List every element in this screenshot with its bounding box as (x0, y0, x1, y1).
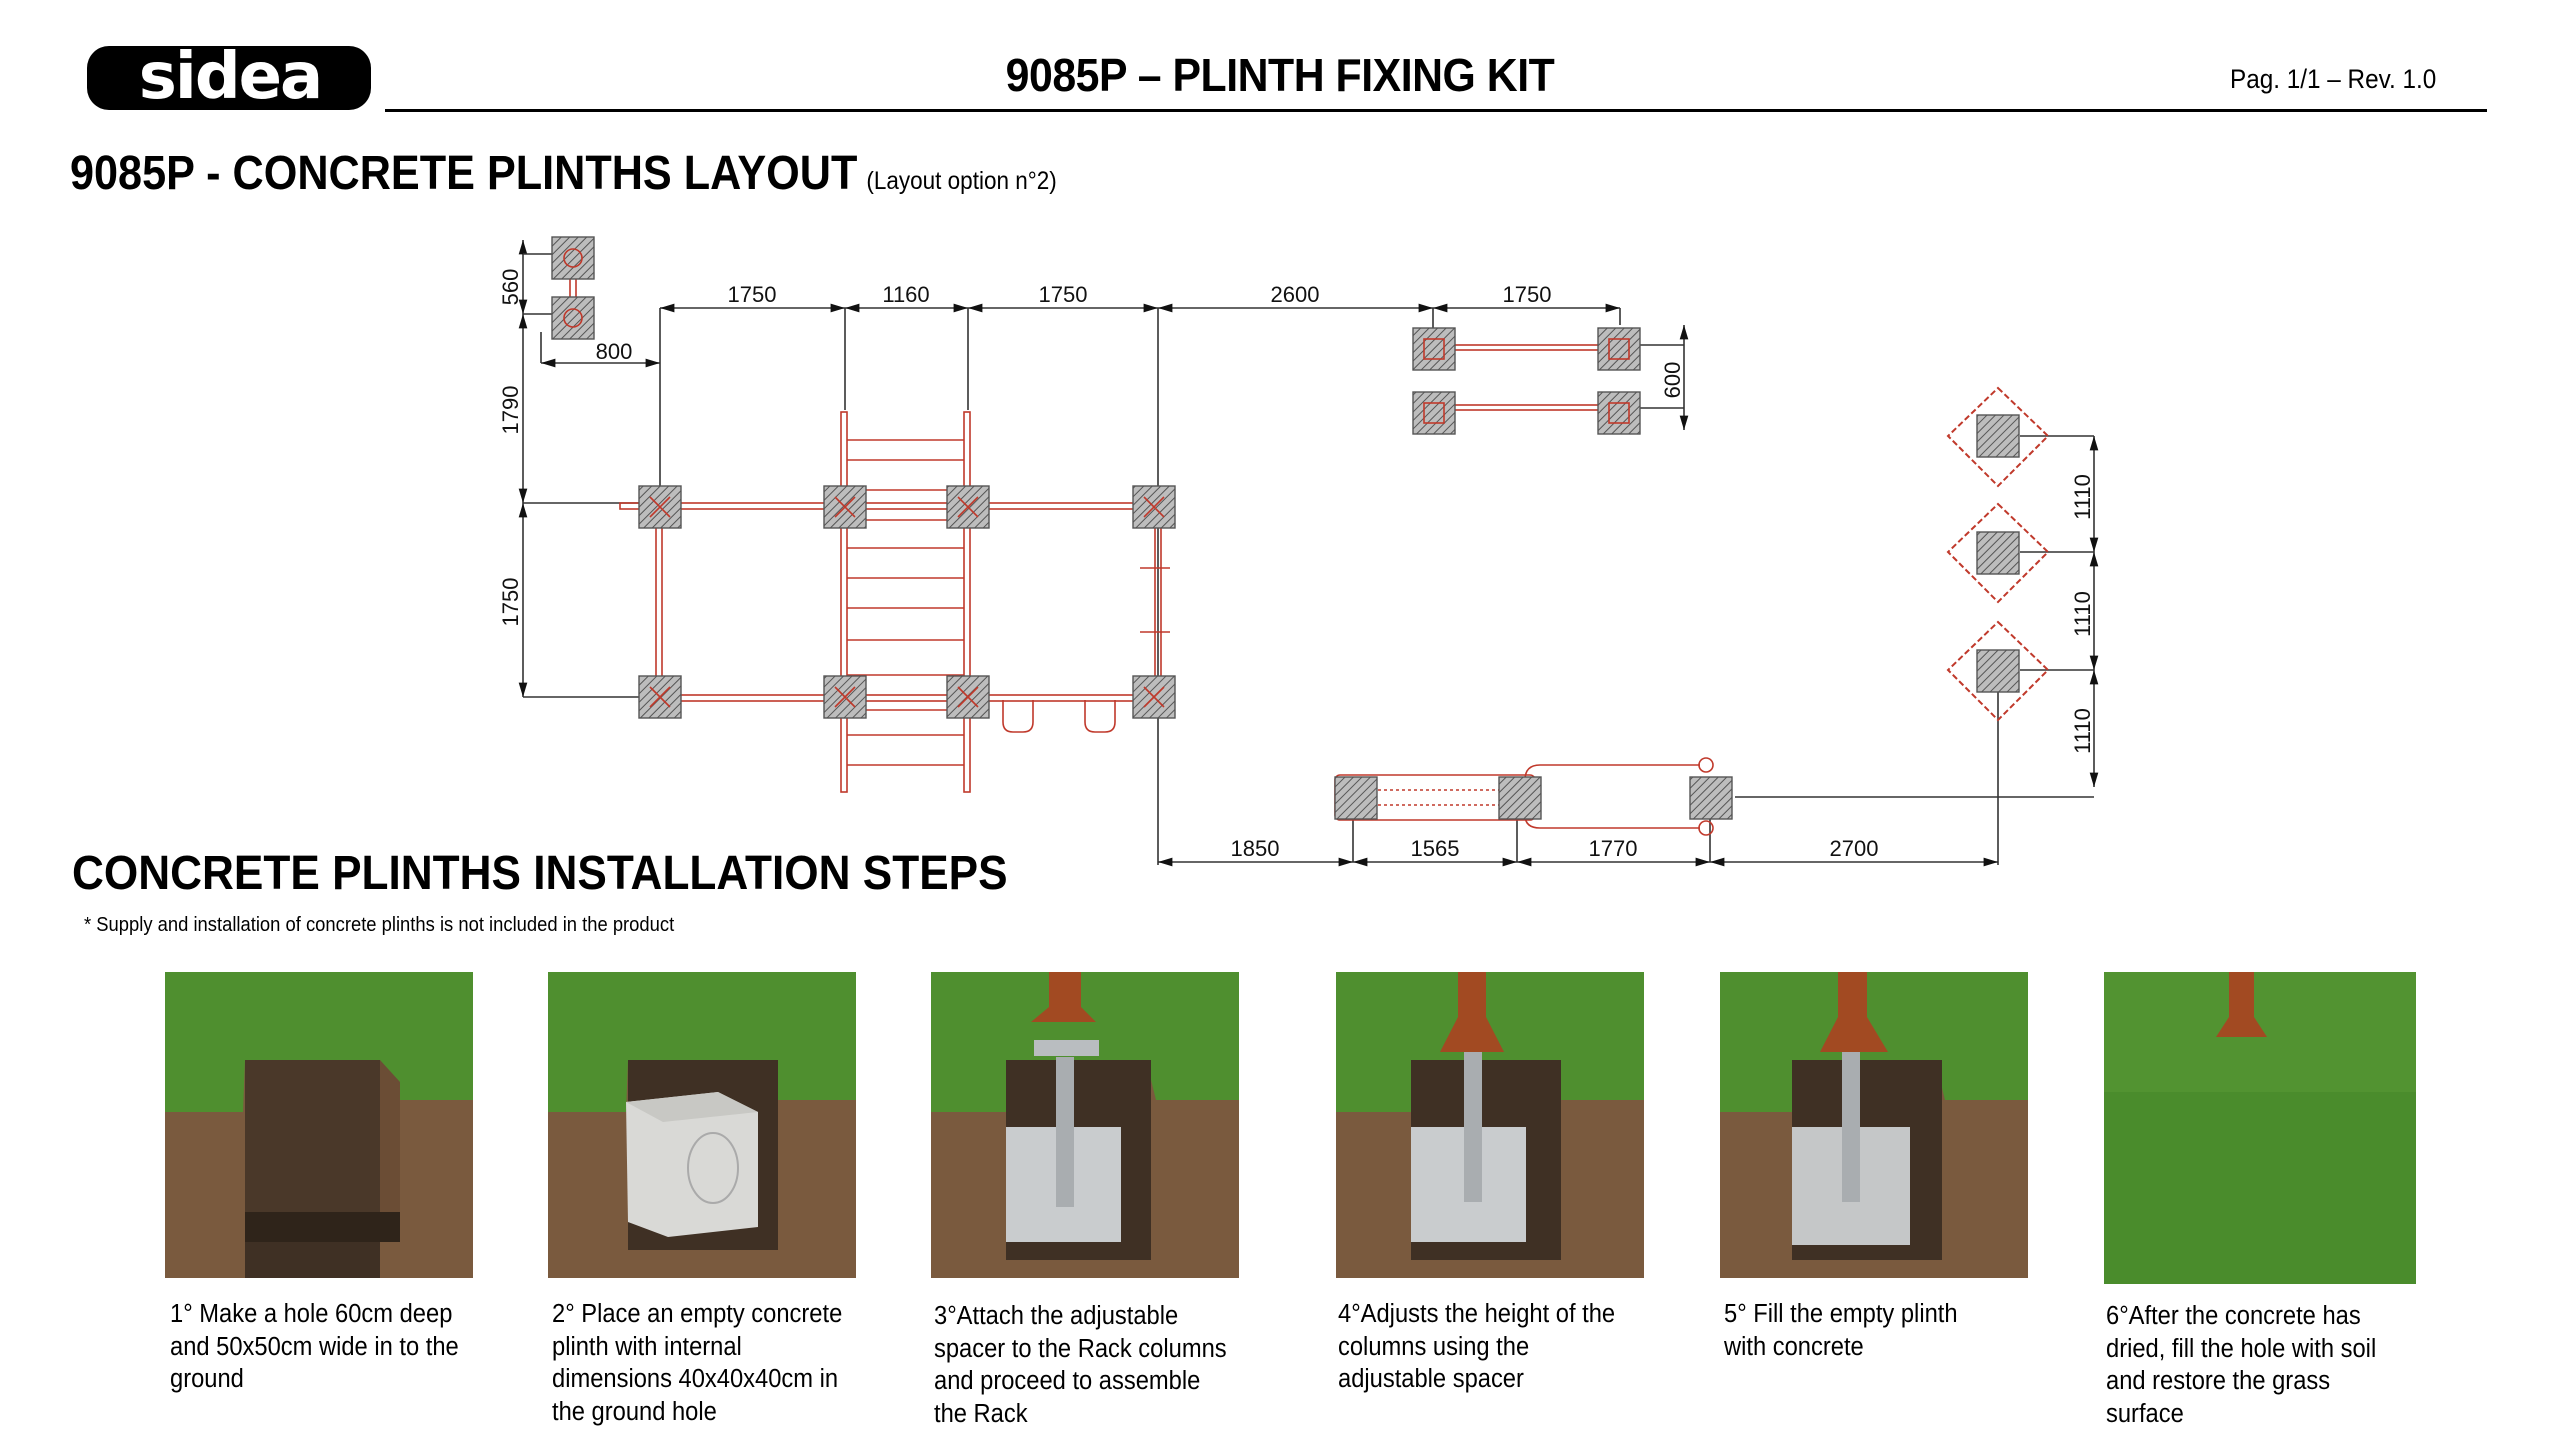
step-4-illustration (1336, 972, 1644, 1278)
layout-title-text: 9085P - CONCRETE PLINTHS LAYOUT (70, 147, 858, 200)
step-6-illustration (2104, 972, 2416, 1284)
caption-line: the ground hole (552, 1397, 717, 1426)
header-rule (385, 109, 2487, 112)
caption-line: with concrete (1724, 1332, 1864, 1361)
diamond-frames (1946, 386, 2050, 722)
plinth (1132, 485, 1176, 529)
dim-bottom-1: 1850 (1231, 836, 1280, 861)
dim-top-5: 1750 (1503, 282, 1552, 307)
step-1-caption: 1° Make a hole 60cm deep and 50x50cm wid… (170, 1298, 459, 1396)
caption-line: dried, fill the hole with soil (2106, 1334, 2377, 1363)
dim-top-2: 1160 (882, 282, 929, 307)
caption-line: 5° Fill the empty plinth (1724, 1300, 1958, 1328)
plinth (1412, 391, 1456, 435)
caption-line: dimensions 40x40x40cm in (552, 1365, 839, 1393)
sidea-logo: sidea (85, 40, 375, 114)
caption-line: and restore the grass (2106, 1367, 2331, 1395)
dim-left-3: 1750 (498, 578, 523, 627)
page-revision: Pag. 1/1 – Rev. 1.0 (2230, 64, 2437, 94)
step-4-caption: 4°Adjusts the height of the columns usin… (1338, 1298, 1615, 1396)
document-title: 9085P – PLINTH FIXING KIT (1005, 49, 1555, 101)
plinths-layout-drawing: 1750 1160 1750 2600 1750 800 560 1790 17… (498, 236, 2099, 867)
step-2-illustration (548, 972, 856, 1278)
plinth (1976, 531, 2020, 575)
layout-section-title: 9085P - CONCRETE PLINTHS LAYOUT (Layout o… (70, 146, 1057, 201)
step-5-illustration (1720, 972, 2028, 1278)
dim-top-4: 2600 (1271, 282, 1320, 307)
caption-line: 6°After the concrete has (2106, 1302, 2361, 1330)
caption-line: 2° Place an empty concrete (552, 1300, 843, 1328)
caption-line: plinth with internal (552, 1332, 742, 1361)
dim-left-2: 1790 (498, 386, 523, 435)
dimension-lines (518, 240, 2099, 867)
plinth (1976, 414, 2020, 458)
plinth (1597, 391, 1641, 435)
dim-right-3: 1110 (2070, 708, 2095, 754)
dim-top-1: 1750 (728, 282, 777, 307)
caption-line: ground (170, 1365, 244, 1393)
caption-line: surface (2106, 1399, 2184, 1428)
dim-offset-800: 800 (596, 339, 633, 364)
plinth (1498, 776, 1542, 820)
caption-line: 1° Make a hole 60cm deep (170, 1300, 453, 1328)
caption-line: columns using the (1338, 1332, 1530, 1361)
step-1-illustration (165, 972, 473, 1278)
step-2-caption: 2° Place an empty concrete plinth with i… (552, 1298, 842, 1428)
caption-line: and proceed to assemble (934, 1367, 1201, 1395)
plinth (1412, 327, 1456, 371)
dim-right-1: 1110 (2070, 474, 2095, 520)
caption-line: and 50x50cm wide in to the (170, 1332, 459, 1361)
plinth (1334, 776, 1378, 820)
caption-line: 4°Adjusts the height of the (1338, 1300, 1616, 1328)
step-5-caption: 5° Fill the empty plinth with concrete (1724, 1298, 1958, 1363)
supply-note: * Supply and installation of concrete pl… (84, 914, 675, 936)
svg-text:sidea: sidea (139, 42, 321, 114)
caption-line: spacer to the Rack columns (934, 1334, 1227, 1363)
caption-line: adjustable spacer (1338, 1365, 1524, 1393)
step-3-caption: 3°Attach the adjustable spacer to the Ra… (934, 1300, 1227, 1430)
plinth (638, 675, 682, 719)
layout-option-label: (Layout option n°2) (866, 167, 1057, 195)
rack-structure (569, 257, 1714, 836)
steps-section-title: CONCRETE PLINTHS INSTALLATION STEPS (72, 847, 1008, 900)
plinths (551, 236, 2020, 820)
caption-line: 3°Attach the adjustable (934, 1302, 1179, 1330)
plinth (1976, 649, 2020, 693)
dim-bottom-2: 1565 (1411, 836, 1460, 861)
step-3-illustration (931, 972, 1239, 1278)
anchor-marks (563, 248, 1630, 708)
caption-line: the Rack (934, 1399, 1028, 1428)
plinth (1689, 776, 1733, 820)
dimension-labels: 1750 1160 1750 2600 1750 800 560 1790 17… (498, 269, 2095, 861)
plinth (1597, 327, 1641, 371)
dim-swing-600: 600 (1660, 362, 1685, 399)
dim-right-2: 1110 (2070, 591, 2095, 637)
dim-bottom-3: 1770 (1589, 836, 1638, 861)
plinth (551, 296, 595, 340)
plinth (551, 236, 595, 280)
dim-bottom-4: 2700 (1830, 836, 1879, 861)
dim-top-3: 1750 (1039, 282, 1088, 307)
step-6-caption: 6°After the concrete has dried, fill the… (2106, 1300, 2376, 1430)
dim-left-1: 560 (498, 269, 523, 306)
